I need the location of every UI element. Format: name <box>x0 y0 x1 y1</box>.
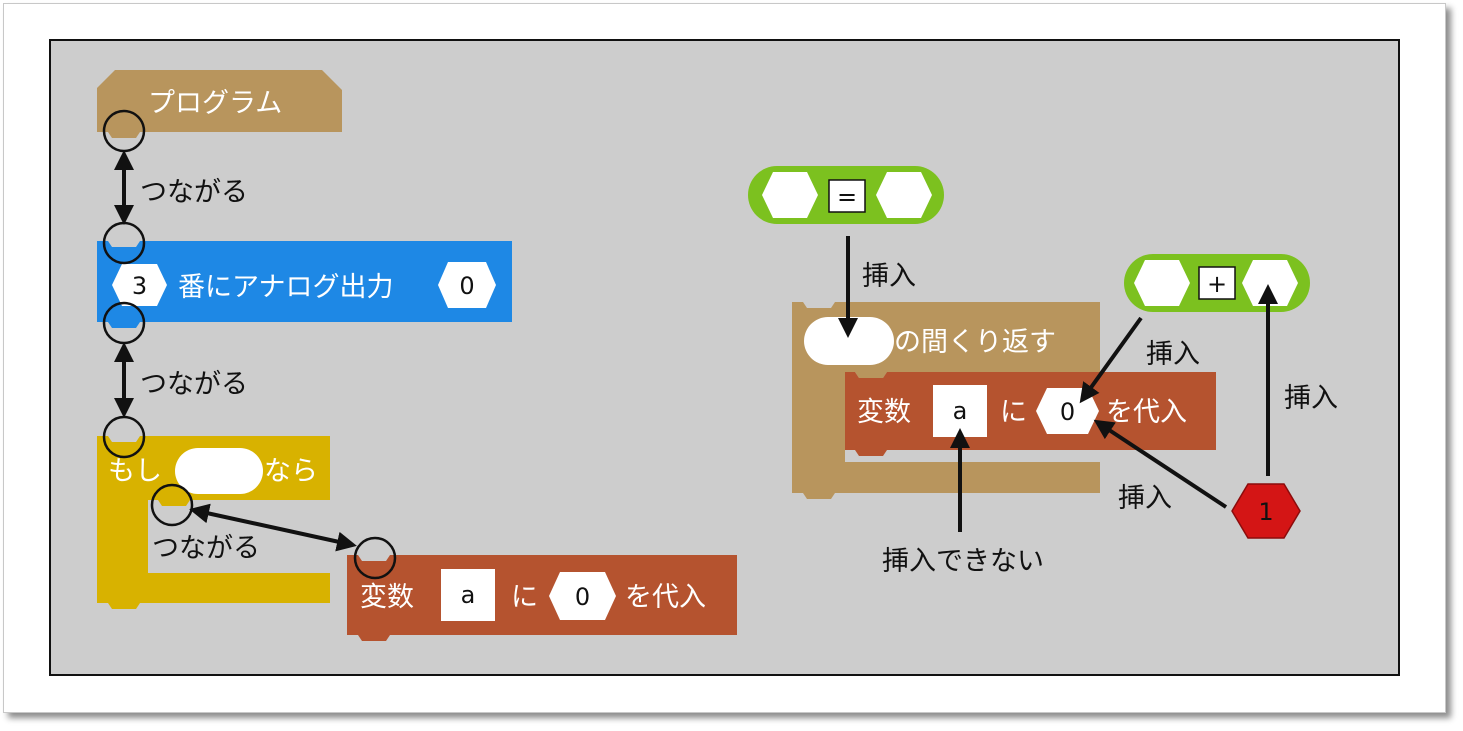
program-block-label: プログラム <box>148 88 282 119</box>
connect-label-3: つながる <box>152 533 260 564</box>
connect-label-2: つながる <box>140 369 248 400</box>
assign-right-var: a <box>953 397 968 425</box>
insert-label-compare: 挿入 <box>862 261 916 292</box>
connect-label-1: つながる <box>140 177 248 208</box>
analog-output-block[interactable]: 3 番にアナログ出力 0 <box>97 241 512 328</box>
if-suffix-label: なら <box>264 456 318 487</box>
assign-block-left[interactable]: 変数 a に 0 を代入 <box>347 555 737 641</box>
pin-number-slot[interactable] <box>112 264 167 306</box>
compare-block[interactable]: = <box>748 166 944 224</box>
insert-label-number-to-value: 挿入 <box>1118 483 1172 514</box>
add-operator-box <box>1198 266 1236 300</box>
assign-left-value-slot[interactable] <box>549 572 616 620</box>
if-prefix-label: もし <box>108 456 162 487</box>
assign-left-value: 0 <box>575 583 590 611</box>
loop-label: の間くり返す <box>894 327 1056 358</box>
assign-right-suffix: を代入 <box>1106 397 1187 428</box>
compare-left-slot[interactable] <box>762 172 818 218</box>
assign-right-ni: に <box>1000 397 1027 428</box>
connector-circle <box>353 536 397 580</box>
assign-block-right[interactable]: 変数 a に 0 を代入 <box>845 372 1216 456</box>
assign-left-ni: に <box>511 582 538 613</box>
analog-value-slot[interactable] <box>438 262 496 308</box>
assign-left-suffix: を代入 <box>625 582 706 613</box>
assign-left-var: a <box>461 581 476 609</box>
compare-right-slot[interactable] <box>876 172 932 218</box>
analog-value: 0 <box>459 272 474 300</box>
number-block-shape <box>1231 483 1301 539</box>
number-block[interactable]: 1 <box>1231 483 1301 539</box>
if-block-shape <box>97 436 330 609</box>
connect-arrow-3 <box>189 503 357 552</box>
insert-arrow-add-to-value <box>1079 316 1143 404</box>
insert-label-add-to-value: 挿入 <box>1146 339 1200 370</box>
analog-output-block-shape <box>97 241 512 328</box>
assign-right-label: 変数 <box>857 397 911 428</box>
program-block[interactable]: プログラム <box>97 70 342 138</box>
assign-left-var-slot[interactable] <box>441 569 495 621</box>
add-operator: + <box>1207 270 1227 298</box>
add-block[interactable]: + <box>1124 254 1310 312</box>
pin-number-value: 3 <box>132 272 147 300</box>
if-condition-slot[interactable] <box>175 448 263 494</box>
add-left-slot[interactable] <box>1134 260 1190 306</box>
cannot-insert-label: 挿入できない <box>882 546 1044 577</box>
program-block-shape <box>97 70 342 138</box>
add-right-slot[interactable] <box>1242 260 1298 306</box>
insert-label-number-to-add: 挿入 <box>1284 383 1338 414</box>
assign-left-label: 変数 <box>360 582 414 613</box>
insert-arrow-number-to-value <box>1093 419 1228 509</box>
loop-condition-slot[interactable] <box>804 317 894 365</box>
number-value: 1 <box>1258 498 1273 526</box>
loop-block[interactable]: の間くり返す <box>792 302 1100 499</box>
compare-operator: = <box>837 183 857 211</box>
assign-right-value: 0 <box>1060 398 1075 426</box>
compare-operator-box <box>828 179 866 213</box>
analog-output-label: 番にアナログ出力 <box>178 272 393 303</box>
if-block[interactable]: もし なら <box>97 436 330 609</box>
